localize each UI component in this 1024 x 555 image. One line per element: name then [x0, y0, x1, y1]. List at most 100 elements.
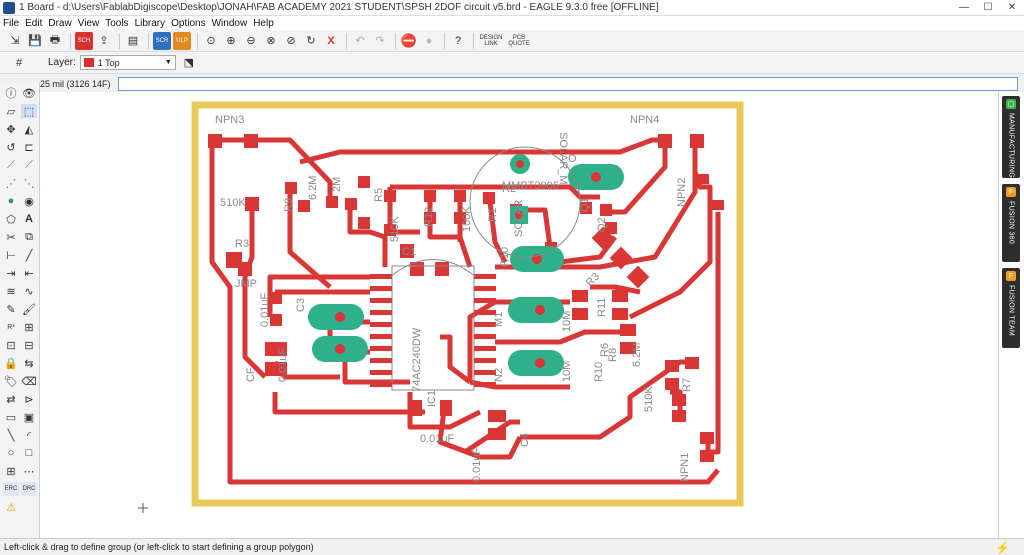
board-icon[interactable]: ▭: [5, 411, 17, 424]
trace: [272, 392, 425, 415]
show-icon[interactable]: 👁: [22, 87, 36, 100]
ripup-icon[interactable]: ●: [7, 195, 15, 207]
save-icon[interactable]: 💾: [28, 35, 42, 47]
tag-icon[interactable]: 🏷: [4, 375, 18, 388]
open-icon[interactable]: ⇲: [10, 35, 20, 47]
menu-tools[interactable]: Tools: [105, 17, 129, 29]
swap-icon[interactable]: ⇄: [6, 393, 16, 406]
maximize-button[interactable]: ☐: [983, 2, 993, 13]
stop-icon[interactable]: ⛔: [400, 32, 418, 48]
route-icon[interactable]: ⟋: [7, 158, 15, 171]
zoom-in-icon[interactable]: ⊕: [226, 35, 236, 47]
redo-icon[interactable]: ↷: [375, 35, 385, 47]
r2-icon[interactable]: R²: [7, 323, 15, 331]
menu-library[interactable]: Library: [134, 17, 166, 29]
rotate-icon[interactable]: ↺: [6, 141, 16, 154]
menu-options[interactable]: Options: [171, 17, 206, 29]
split-icon[interactable]: ⋱: [23, 177, 35, 190]
dimension-icon[interactable]: ⊢: [6, 249, 16, 262]
move-icon[interactable]: ✥: [6, 123, 16, 136]
cam-export-icon[interactable]: ⇪: [99, 35, 109, 47]
go-icon[interactable]: ●: [425, 34, 433, 47]
manufacturing-tab[interactable]: ▢ MANUFACTURING: [1002, 96, 1020, 178]
menu-file[interactable]: File: [3, 17, 20, 29]
value-icon[interactable]: ⇤: [24, 267, 34, 280]
grid-icon[interactable]: #: [15, 56, 23, 69]
paint-icon[interactable]: 🖌: [22, 303, 36, 316]
info-icon[interactable]: ⓘ: [5, 88, 17, 100]
library-icon[interactable]: ▤: [127, 35, 139, 47]
menu-help[interactable]: Help: [253, 17, 274, 29]
help-icon[interactable]: ?: [454, 34, 462, 47]
layer-settings-icon[interactable]: ▱: [6, 105, 16, 118]
fusion-team-icon: F: [1006, 271, 1016, 281]
layer-select[interactable]: 1 Top ▼: [79, 55, 176, 70]
board-view-icon[interactable]: ▣: [23, 411, 35, 424]
mirror-icon[interactable]: ◭: [24, 123, 34, 136]
ulp-button[interactable]: ULP: [173, 31, 191, 50]
script-button[interactable]: SCR: [153, 31, 171, 50]
menu-view[interactable]: View: [77, 17, 100, 29]
lock-icon[interactable]: 🔒: [4, 357, 18, 370]
ratsnest-icon[interactable]: X: [327, 34, 335, 47]
menu-draw[interactable]: Draw: [48, 17, 72, 29]
hole-icon[interactable]: ⊞: [6, 465, 16, 478]
zoom-out-icon[interactable]: ⊖: [246, 35, 256, 47]
label-r3-left: R3: [235, 238, 249, 250]
status-bar: Left-click & drag to define group (or le…: [0, 538, 1024, 555]
menu-window[interactable]: Window: [211, 17, 248, 29]
pad: [326, 196, 338, 208]
wire-icon[interactable]: ╲: [7, 429, 15, 442]
zoom-last-icon[interactable]: ⊘: [286, 35, 296, 47]
minimize-button[interactable]: —: [959, 2, 969, 13]
drc-icon[interactable]: DRC: [21, 482, 37, 496]
group-icon[interactable]: ⬚: [21, 104, 37, 118]
toolbar-separator: [197, 32, 198, 49]
close-button[interactable]: ✕: [1007, 2, 1017, 13]
schematic-button[interactable]: SCH: [75, 31, 93, 50]
rectangle-icon[interactable]: □: [25, 447, 33, 459]
undo-icon[interactable]: ↶: [355, 35, 365, 47]
route-multi-icon[interactable]: ⟋: [25, 158, 33, 171]
command-input[interactable]: [118, 76, 1018, 91]
redraw-icon[interactable]: ↻: [306, 35, 316, 47]
layer-options-icon[interactable]: ⬔: [183, 57, 194, 69]
drill: [335, 344, 345, 354]
circle-icon[interactable]: ○: [7, 447, 15, 459]
print-icon[interactable]: 🖶: [49, 34, 61, 46]
miter-icon[interactable]: ≋: [6, 285, 16, 298]
design-link-button[interactable]: DESIGN LINK: [479, 34, 503, 47]
align-icon[interactable]: ⊏: [24, 141, 34, 154]
add-icon[interactable]: ⊞: [24, 321, 34, 334]
fusion-team-tab[interactable]: F FUSION TEAM: [1002, 268, 1020, 348]
via-icon[interactable]: ◉: [24, 195, 34, 208]
fusion360-tab[interactable]: F FUSION 360: [1002, 184, 1020, 262]
delete-icon[interactable]: ⌫: [21, 375, 37, 388]
pcb-quote-button[interactable]: PCB QUOTE: [508, 34, 530, 47]
optimize-icon[interactable]: ⇆: [24, 357, 34, 370]
change-icon[interactable]: ✎: [6, 303, 16, 316]
pcb-drawing[interactable]: NPN3 NPN4 510K R9 6.2M 2M R5 510K R12 10…: [40, 92, 998, 538]
trace: [347, 207, 388, 267]
board-canvas[interactable]: NPN3 NPN4 510K R9 6.2M 2M R5 510K R12 10…: [40, 92, 998, 538]
meander-icon[interactable]: ⋰: [5, 177, 17, 190]
erc-icon[interactable]: ERC: [3, 482, 19, 496]
menu-edit[interactable]: Edit: [25, 17, 43, 29]
cut-icon[interactable]: ✂: [6, 231, 16, 244]
copy-icon[interactable]: ⧉: [25, 230, 33, 243]
text-icon[interactable]: A: [25, 213, 33, 225]
smash-icon[interactable]: ⇥: [6, 267, 16, 280]
warning-icon[interactable]: ⚠: [6, 501, 16, 514]
trace: [209, 140, 720, 485]
replace-icon[interactable]: ⊟: [24, 339, 34, 352]
zoom-select-icon[interactable]: ⊗: [266, 35, 276, 47]
polygon-icon[interactable]: ⬠: [6, 213, 16, 226]
grid-dot-icon[interactable]: ⋯: [23, 465, 35, 478]
zoom-fit-icon[interactable]: ⊙: [206, 35, 216, 47]
line-icon[interactable]: ╱: [25, 249, 33, 262]
wave-icon[interactable]: ∿: [24, 285, 34, 298]
label-0-01uf-b: 0.01uF: [277, 347, 289, 382]
gate-icon[interactable]: ⊳: [24, 393, 34, 406]
arc-icon[interactable]: ◜: [26, 429, 32, 442]
attribute-icon[interactable]: ⊡: [6, 339, 16, 352]
